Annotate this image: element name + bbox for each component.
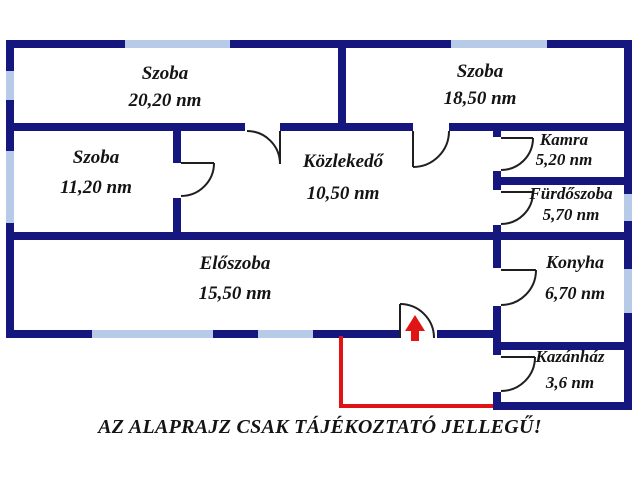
room-name: Konyha: [545, 252, 605, 272]
wall-szoba11-divider: [173, 198, 181, 232]
wall-top: [6, 40, 125, 48]
wall-column: [493, 131, 501, 137]
door-arc-szoba2020: [246, 130, 281, 165]
room-name: Fürdőszoba: [529, 184, 613, 203]
room-label-kamra: Kamra 5,20 nm: [506, 130, 622, 169]
room-area: 6,70 nm: [544, 282, 605, 303]
door-arc-kazanhaz: [500, 356, 536, 392]
doors: [180, 130, 537, 392]
wall-column: [493, 225, 501, 268]
wall-konyha-kazan-divider: [493, 342, 632, 350]
wall-bottom: [6, 330, 92, 338]
wall-column: [493, 306, 501, 355]
wall-middle: [6, 123, 245, 131]
room-label-furdoszoba: Fürdőszoba 5,70 nm: [508, 184, 634, 224]
wall-left: [6, 223, 14, 338]
wall-middle: [280, 123, 413, 131]
door-arc-entrance: [399, 303, 435, 339]
wall-hall: [6, 232, 632, 240]
room-name: Szoba: [141, 63, 189, 84]
room-name: Közlekedő: [302, 151, 384, 172]
room-area: 20,20 nm: [128, 89, 202, 111]
door-arc-furdoszoba: [500, 191, 534, 225]
door-arc-kamra: [500, 137, 534, 171]
wall-bottom: [313, 330, 400, 338]
room-label-eloszoba: Előszoba 15,50 nm: [150, 253, 320, 305]
window-left-2: [6, 151, 14, 223]
room-label-szoba-1120: Szoba 11,20 nm: [10, 147, 182, 199]
wall-left: [6, 48, 14, 71]
wall-kazan-bottom: [493, 402, 632, 410]
room-area: 15,50 nm: [198, 282, 272, 304]
room-area: 3,6 nm: [545, 372, 595, 392]
window-bottom-1: [92, 330, 213, 338]
room-label-kazanhaz: Kazánház 3,6 nm: [508, 347, 632, 392]
wall-top: [547, 40, 632, 48]
windows: [6, 40, 632, 338]
door-arc-szoba1120: [180, 162, 215, 197]
room-area: 5,70 nm: [542, 204, 600, 224]
room-name: Szoba: [72, 147, 120, 168]
wall-szoba11-divider: [173, 131, 181, 163]
window-top-2: [451, 40, 547, 48]
wall-right: [624, 221, 632, 269]
room-label-szoba-1850: Szoba 18,50 nm: [385, 61, 575, 110]
room-name: Előszoba: [199, 253, 271, 274]
entrance-arrow-icon: [405, 315, 425, 341]
window-bottom-2: [258, 330, 313, 338]
walls: [6, 40, 632, 410]
wall-szoba-divider: [338, 48, 346, 123]
wall-kamra-furdo-divider: [493, 177, 632, 185]
window-top-1: [125, 40, 230, 48]
room-label-konyha: Konyha 6,70 nm: [520, 252, 630, 303]
room-name: Kamra: [539, 130, 589, 149]
wall-right: [624, 48, 632, 194]
room-area: 5,20 nm: [535, 149, 593, 169]
room-area: 10,50 nm: [306, 182, 380, 204]
window-right-2: [624, 269, 632, 313]
wall-middle: [449, 123, 632, 131]
room-name: Kazánház: [535, 347, 605, 366]
wall-top: [230, 40, 451, 48]
door-arc-szoba1850: [412, 130, 450, 168]
door-arc-konyha: [500, 269, 537, 306]
window-right-1: [624, 194, 632, 221]
red-outline: [339, 336, 493, 408]
disclaimer-text: AZ ALAPRAJZ CSAK TÁJÉKOZTATÓ JELLEGŰ!: [98, 416, 542, 438]
wall-bottom: [213, 330, 258, 338]
wall-bottom: [437, 330, 493, 338]
room-label-kozlekedo: Közlekedő 10,50 nm: [258, 151, 428, 205]
window-left-1: [6, 71, 14, 100]
room-name: Szoba: [456, 61, 504, 82]
room-area: 18,50 nm: [443, 87, 517, 109]
room-area: 11,20 nm: [60, 176, 132, 198]
room-label-szoba-2020: Szoba 20,20 nm: [70, 63, 260, 112]
wall-right: [624, 313, 632, 410]
wall-column: [493, 392, 501, 410]
